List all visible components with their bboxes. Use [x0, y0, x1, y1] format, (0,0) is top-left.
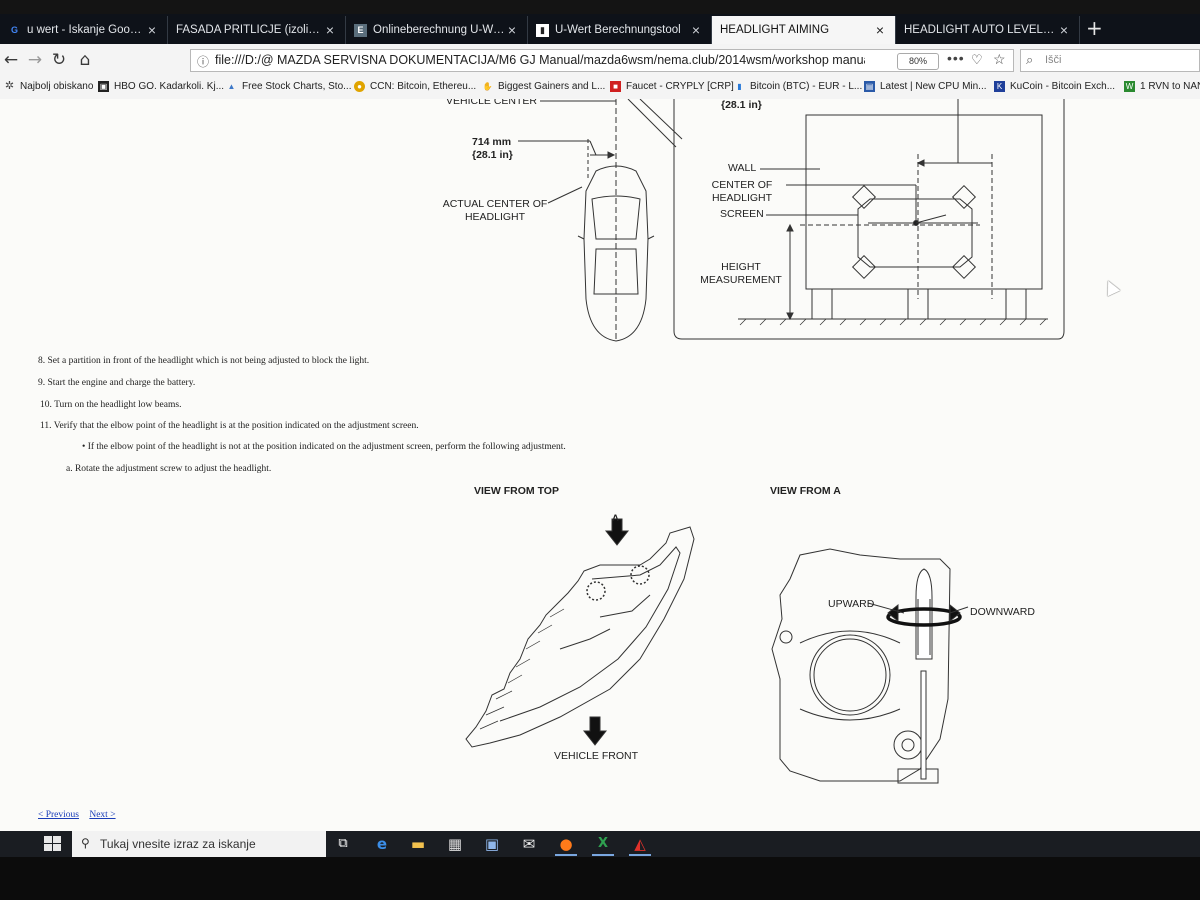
- gear-icon: ✲: [4, 80, 15, 92]
- chart-icon: ▲: [227, 82, 236, 91]
- close-icon[interactable]: ×: [325, 22, 335, 38]
- bookmark-ccn[interactable]: ●CCN: Bitcoin, Ethereu...: [354, 81, 476, 92]
- excel-icon[interactable]: X: [592, 834, 614, 856]
- w-icon: W: [1124, 81, 1135, 92]
- aiming-diagram-top: [518, 99, 1065, 342]
- step-11-bullet: • If the elbow point of the headlight is…: [82, 442, 566, 452]
- mail-icon[interactable]: ✉: [522, 835, 536, 853]
- label-center-of-headlight: CENTER OF HEADLIGHT: [711, 179, 773, 204]
- tab-headlight-aiming[interactable]: HEADLIGHT AIMING ×: [712, 16, 896, 44]
- acrobat-icon[interactable]: ◭: [629, 834, 651, 856]
- hand-icon: ✋: [482, 82, 493, 91]
- bookmark-faucet[interactable]: ■Faucet - CRYPLY [CRP]: [610, 81, 734, 92]
- more-actions-icon[interactable]: •••: [947, 50, 965, 66]
- windows-taskbar: ⚲ Tukaj vnesite izraz za iskanje ⧉ e ▬ ▦…: [0, 831, 1200, 857]
- bookmark-most-visited[interactable]: ✲Najbolj obiskano: [4, 80, 94, 93]
- label-arrow-a: A: [612, 513, 619, 524]
- bookmark-bitcoin[interactable]: ▮Bitcoin (BTC) - EUR - L...: [734, 81, 862, 92]
- bookmark-hbo[interactable]: ▣HBO GO. Kadarkoli. Kj...: [98, 81, 225, 92]
- google-icon: G: [10, 24, 18, 35]
- taskbar-search-input[interactable]: ⚲ Tukaj vnesite izraz za iskanje: [72, 831, 326, 857]
- label-wall: WALL: [728, 162, 757, 174]
- back-icon[interactable]: ←: [3, 50, 19, 70]
- step-11: 11. Verify that the elbow point of the h…: [40, 421, 419, 431]
- reload-icon[interactable]: ↻: [51, 50, 67, 70]
- search-icon: ⌕: [1026, 52, 1034, 67]
- step-10: 10. Turn on the headlight low beams.: [40, 400, 182, 410]
- label-dim-mm: 714 mm: [472, 136, 512, 148]
- bookmarks-toolbar: ✲Najbolj obiskano ▣HBO GO. Kadarkoli. Kj…: [0, 77, 1200, 100]
- tab-google-search[interactable]: G u wert - Iskanje Google ×: [0, 16, 168, 44]
- document-icon: ▮: [536, 23, 549, 37]
- adjustment-diagram-bottom: [465, 518, 969, 784]
- close-icon[interactable]: ×: [875, 22, 885, 38]
- ccn-icon: ●: [354, 81, 365, 92]
- store-icon[interactable]: ▦: [447, 835, 463, 853]
- previous-link[interactable]: < Previous: [38, 810, 79, 820]
- label-vehicle-front: VEHICLE FRONT: [554, 750, 639, 762]
- label-dim-in: {28.1 in}: [472, 149, 513, 161]
- close-icon[interactable]: ×: [147, 22, 157, 38]
- hbo-icon: ▣: [98, 81, 109, 92]
- search-icon: ⚲: [81, 836, 90, 850]
- zoom-level[interactable]: 80%: [897, 53, 939, 70]
- page-nav-links: < Previous Next >: [38, 810, 124, 820]
- label-screen: SCREEN: [720, 208, 764, 220]
- address-bar[interactable]: ⓘ file:///D:/@ MAZDA SERVISNA DOKUMENTAC…: [190, 49, 1014, 72]
- remote-desktop-icon[interactable]: ▣: [484, 835, 500, 853]
- new-tab-icon[interactable]: +: [1086, 16, 1103, 40]
- close-icon[interactable]: ×: [507, 22, 517, 38]
- label-height-measurement: HEIGHT MEASUREMENT: [700, 261, 782, 286]
- step-8: 8. Set a partition in front of the headl…: [38, 356, 370, 366]
- close-icon[interactable]: ×: [691, 22, 701, 38]
- next-link[interactable]: Next >: [89, 810, 116, 820]
- label-actual-center: ACTUAL CENTER OF HEADLIGHT: [442, 198, 548, 223]
- tab-fasada[interactable]: FASADA PRITLIČJE (izolirano) | ubakus ×: [168, 16, 346, 44]
- label-view-from-top: VIEW FROM TOP: [474, 485, 559, 497]
- bookmark-stock-charts[interactable]: ▲Free Stock Charts, Sto...: [227, 81, 352, 92]
- windows-start-icon[interactable]: [44, 836, 62, 852]
- label-vehicle-center: VEHICLE CENTER: [446, 99, 538, 107]
- step-a: a. Rotate the adjustment screw to adjust…: [66, 464, 272, 474]
- url-text[interactable]: file:///D:/@ MAZDA SERVISNA DOKUMENTACIJ…: [215, 53, 865, 67]
- close-icon[interactable]: ×: [1059, 22, 1069, 38]
- file-explorer-icon[interactable]: ▬: [410, 835, 426, 853]
- navigation-toolbar: ← → ↻ ⌂ ⓘ file:///D:/@ MAZDA SERVISNA DO…: [0, 44, 1200, 78]
- tab-headlight-leveling[interactable]: HEADLIGHT AUTO LEVELING SYSTEM ×: [896, 16, 1080, 44]
- kucoin-icon: K: [994, 81, 1005, 92]
- forward-icon[interactable]: →: [27, 50, 43, 70]
- tab-u-wert-tool[interactable]: ▮ U-Wert Berechnungstool ×: [528, 16, 712, 44]
- step-9: 9. Start the engine and charge the batte…: [38, 378, 196, 388]
- firefox-icon[interactable]: ●: [555, 834, 577, 856]
- faucet-icon: ■: [610, 81, 621, 92]
- edge-browser-icon[interactable]: e: [376, 835, 388, 853]
- page-icon: ▤: [864, 81, 875, 92]
- label-downward: DOWNWARD: [970, 606, 1035, 618]
- bars-icon: ▮: [737, 82, 742, 91]
- info-icon[interactable]: ⓘ: [197, 55, 210, 69]
- bookmark-gainers[interactable]: ✋Biggest Gainers and L...: [482, 81, 606, 92]
- home-icon[interactable]: ⌂: [79, 50, 91, 70]
- tab-strip: G u wert - Iskanje Google × FASADA PRITL…: [0, 14, 1200, 44]
- label-view-from-a: VIEW FROM A: [770, 485, 841, 497]
- bookmark-star-icon[interactable]: ☆: [993, 51, 1006, 67]
- bookmark-cpu-mining[interactable]: ▤Latest | New CPU Min...: [864, 81, 987, 92]
- tab-onlineberechnung[interactable]: E Onlineberechnung U-Wert ×: [346, 16, 528, 44]
- monitor-bezel: [0, 857, 1200, 900]
- e-site-icon: E: [354, 23, 367, 37]
- task-view-icon[interactable]: ⧉: [338, 836, 348, 851]
- label-upward: UPWARD: [828, 598, 875, 610]
- search-input[interactable]: ⌕ Išči: [1020, 49, 1200, 72]
- label-dim-in-right: {28.1 in}: [721, 99, 762, 111]
- pocket-icon[interactable]: ♡: [971, 52, 983, 67]
- page-content: VEHICLE CENTER 714 mm {28.1 in} ACTUAL C…: [0, 99, 1200, 831]
